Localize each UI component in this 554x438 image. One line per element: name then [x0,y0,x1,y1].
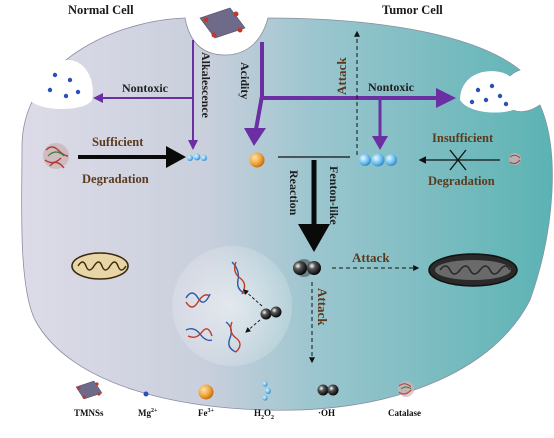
catalase-left-icon [43,143,69,169]
legend-h2o2-icon [262,381,271,401]
legend-mg-icon [143,391,149,397]
legend-mg-label: Mg2+ [138,408,158,418]
degradation-left-label: Degradation [82,172,149,186]
sufficient-arrowhead [166,146,186,168]
fe3-ion [249,152,265,168]
oh-radical-nucleus [260,306,282,320]
sufficient-label: Sufficient [92,135,144,149]
legend-oh-icon [317,384,339,396]
legend-fe-label: Fe3+ [198,408,215,418]
catalase-right-icon [509,153,521,165]
tmnss-top-icon [199,7,246,39]
cell-membrane [21,17,553,411]
legend-fe-icon [198,384,214,400]
oh-to-dna-arrows [243,289,263,333]
reaction-label: Reaction [287,170,301,216]
mg-ions-left [47,72,81,99]
legend-oh-label: ·OH [318,408,335,418]
attack-dna-label: Attack [315,288,330,326]
acidity-arrowhead [244,128,266,146]
acidity-label: Acidity [238,62,252,99]
degradation-right-label: Degradation [428,174,495,188]
fenton-like-label: Fenton-like [327,166,341,225]
fenton-arrowhead [298,224,330,252]
nontoxic-right-label: Nontoxic [368,80,415,94]
mitochondrion-damaged-icon [428,253,518,287]
mg-ions-right [469,83,509,107]
dna-strands [185,261,247,353]
h2o2-left-icon [187,153,207,161]
tumor-cell-title: Tumor Cell [382,3,443,17]
attack-top-label: Attack [334,57,349,95]
legend: TMNSs Mg2+ Fe3+ H2O2 ·OH Catalase [74,380,421,421]
alkalescence-label: Alkalescence [199,52,213,119]
attack-mito-label: Attack [352,250,390,265]
nontoxic-left-label: Nontoxic [122,81,169,95]
legend-catalase-icon [398,381,414,397]
mitochondrion-normal-icon [71,252,129,280]
oh-radical-main [293,259,321,277]
h2o2-right-icon [359,153,397,167]
block-cross [449,149,467,171]
nontoxic-right-arrowhead [436,88,456,108]
insufficient-label: Insufficient [432,131,494,145]
legend-catalase-label: Catalase [388,408,421,418]
legend-h2o2-label: H2O2 [254,408,274,421]
h2o2-right-arrowhead [372,136,388,150]
legend-tmnss-icon [75,380,103,400]
normal-cell-title: Normal Cell [68,3,134,17]
left-vesicle [30,60,93,109]
legend-tmnss-label: TMNSs [74,408,104,418]
